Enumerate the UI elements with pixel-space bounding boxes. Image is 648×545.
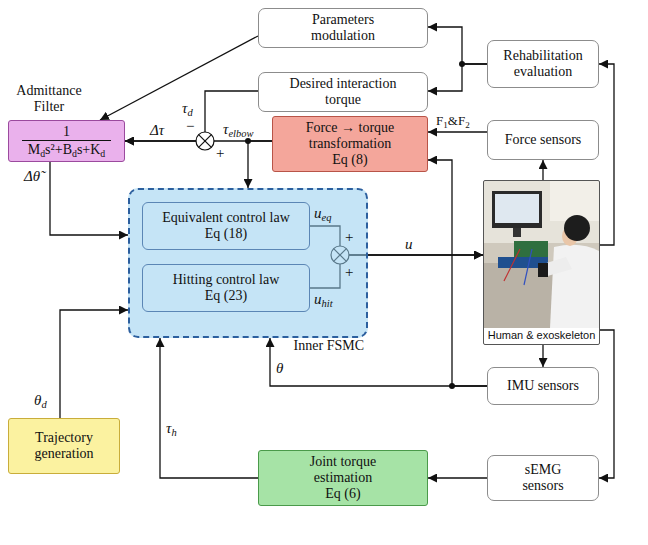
junction-cross xyxy=(199,135,212,148)
signal-label: τelbow xyxy=(223,121,253,138)
signal-label: θd xyxy=(34,392,47,409)
signal-arrow xyxy=(542,345,543,367)
node-label: Rehabilitation evaluation xyxy=(488,48,598,80)
sign-label: + xyxy=(345,264,353,281)
group-heading: Inner FSMC xyxy=(294,338,364,354)
node-label: Equivalent control law xyxy=(162,210,290,226)
node-label: Hitting control law xyxy=(173,272,280,288)
signal-arrow xyxy=(542,160,543,180)
process-box: Rehabilitation evaluation xyxy=(487,40,599,88)
signal-arrow xyxy=(60,310,128,418)
wire xyxy=(524,249,532,285)
sign-label: + xyxy=(216,145,224,162)
person-shirt xyxy=(550,245,599,328)
signal-arrow xyxy=(599,64,614,245)
signal-arrow xyxy=(428,477,487,478)
signal-label: u xyxy=(405,236,413,253)
node-label: Eq (8) xyxy=(332,152,367,168)
node-label: Eq (23) xyxy=(205,288,247,304)
signal-label: τd xyxy=(182,100,193,117)
node-label: Force → torque transformation xyxy=(290,120,410,152)
signal-label: F1&F2 xyxy=(436,112,470,129)
node-label: Joint torque estimation xyxy=(293,454,393,486)
signal-label: Δθ̃ xyxy=(24,168,40,185)
sensor-box: Force sensors xyxy=(487,120,599,160)
signal-arrow xyxy=(100,36,258,120)
photo-panel: Human & exoskeleton xyxy=(483,180,600,345)
signal-arrow xyxy=(50,162,128,235)
process-box: Trajectory generation xyxy=(8,418,120,474)
signal-arrow xyxy=(125,91,258,141)
monitor xyxy=(492,191,542,228)
monitor-stand xyxy=(513,228,521,237)
process-box: Force → torque transformationEq (8) xyxy=(272,116,428,172)
process-box: Joint torque estimationEq (6) xyxy=(258,450,428,506)
node-label: Force sensors xyxy=(505,132,582,148)
signal-arrow xyxy=(428,64,487,91)
human-exoskeleton-photo xyxy=(484,181,599,328)
control-law-box: Equivalent control lawEq (18) xyxy=(142,202,310,250)
wall xyxy=(484,181,599,243)
window xyxy=(550,181,599,221)
sign-label: + xyxy=(345,229,353,246)
fraction-numerator: 1 xyxy=(55,124,78,140)
signal-label: ueq xyxy=(314,205,331,222)
node-label: sEMG sensors xyxy=(508,462,578,494)
signal-arrow xyxy=(599,330,614,478)
junction-cross xyxy=(199,135,212,148)
signal-arrow xyxy=(428,131,487,132)
block-heading: Admittance Filter xyxy=(7,83,91,115)
signal-label: Δτ xyxy=(150,122,164,139)
signal-arrow xyxy=(270,338,487,386)
signal-arrow xyxy=(160,338,258,478)
photo-caption: Human & exoskeleton xyxy=(484,328,599,343)
signal-arrow xyxy=(428,27,487,64)
monitor-screen xyxy=(495,194,539,223)
fraction-denominator: Mds²+Bds+Kd xyxy=(22,140,112,158)
node-label: Desired interaction torque xyxy=(288,76,398,108)
sensor-box: IMU sensors xyxy=(487,367,599,405)
sign-label: − xyxy=(186,118,194,135)
junction-circle xyxy=(196,132,214,150)
photo-background xyxy=(484,181,599,328)
node-label: Parameters modulation xyxy=(288,12,398,44)
wire xyxy=(504,249,520,281)
transfer-function-box: Admittance Filter1Mds²+Bds+Kd xyxy=(8,120,125,162)
summing-junction xyxy=(196,132,214,150)
signal-label: θ xyxy=(276,360,283,377)
signal-arrow xyxy=(428,160,487,386)
node-label: Eq (6) xyxy=(325,486,360,502)
person-hair xyxy=(564,215,590,241)
sensor-box: sEMG sensors xyxy=(487,455,599,501)
signal-arrow xyxy=(248,141,272,188)
branch-dot xyxy=(459,61,465,67)
node-label: IMU sensors xyxy=(507,378,579,394)
node-label: Trajectory generation xyxy=(19,430,109,462)
process-box: Desired interaction torque xyxy=(258,72,428,112)
signal-label: uhit xyxy=(314,291,333,308)
node-label: Eq (18) xyxy=(205,226,247,242)
process-box: Parameters modulation xyxy=(258,8,428,48)
branch-dot xyxy=(449,383,455,389)
control-law-box: Hitting control lawEq (23) xyxy=(142,264,310,312)
arm-cuff xyxy=(538,263,548,277)
controller-group: Inner FSMCEquivalent control lawEq (18)H… xyxy=(128,188,368,338)
signal-label: τh xyxy=(166,420,177,437)
